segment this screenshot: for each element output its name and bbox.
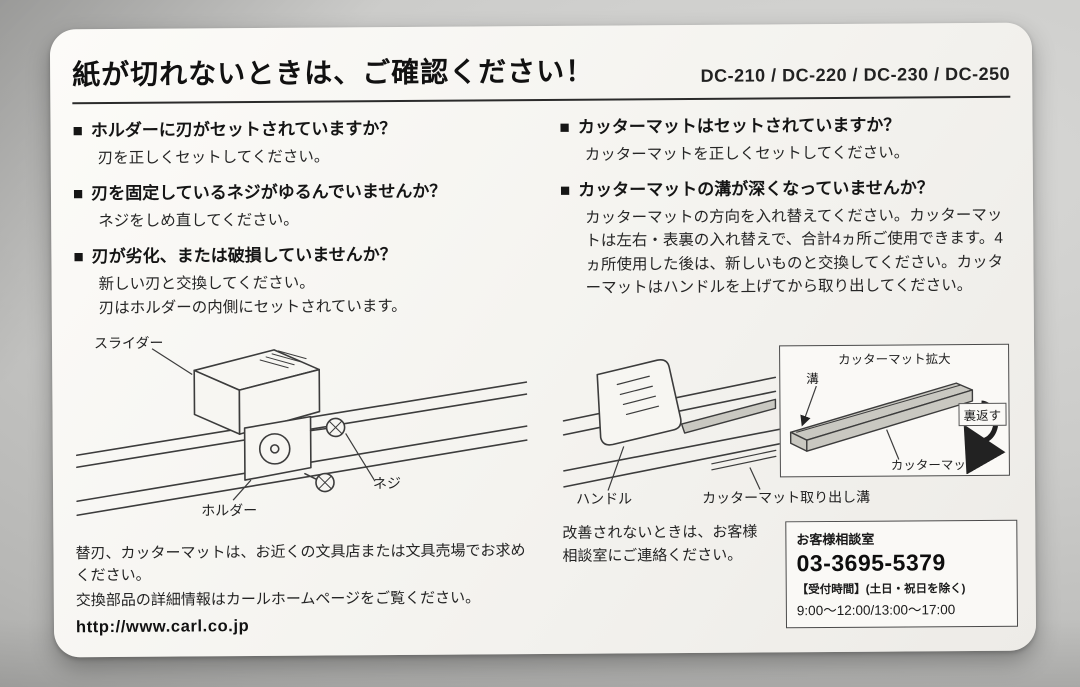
square-bullet-icon: ■ xyxy=(559,180,571,201)
inset-label-flip: 裏返す xyxy=(958,402,1007,427)
support-hours-label: 【受付時間】(土日・祝日を除く) xyxy=(796,583,966,597)
homepage-url: http://www.carl.co.jp xyxy=(75,617,250,637)
note-line: 替刃、カッターマットは、お近くの文具店または文具売場でお求めください。 xyxy=(75,541,526,585)
note-line: 交換部品の詳細情報はカールホームページをご覧ください。 xyxy=(75,589,481,610)
square-bullet-icon: ■ xyxy=(73,247,84,267)
item-heading: ■ 刃を固定しているネジがゆるんでいませんか？ xyxy=(73,180,528,206)
item-body: カッターマットの方向を入れ替えてください。カッターマットは左右・表裏の入れ替えで… xyxy=(585,206,1004,297)
diagram-label-slider: スライダー xyxy=(93,334,164,351)
square-bullet-icon: ■ xyxy=(72,184,84,204)
item-heading: ■ カッターマットはセットされていますか？ xyxy=(559,114,1014,140)
slider-diagram: スライダー ホルダー ネジ xyxy=(74,330,530,529)
item-heading-text: 刃を固定しているネジがゆるんでいませんか？ xyxy=(91,181,447,204)
diagram-label-mat-removal: カッターマット取り出し溝 xyxy=(702,488,871,507)
item-body: ネジをしめ直してください。 xyxy=(98,211,299,231)
title-bar: 紙が切れないときは、ご確認ください！ DC-210 / DC-220 / DC-… xyxy=(71,46,1011,105)
support-label: お客様相談室 xyxy=(796,531,875,548)
cutter-mat-diagram: カッターマット拡大 溝 裏返す カッターマット ハンドル カッターマット取り出し… xyxy=(561,310,1017,513)
diagram-label-holder: ホルダー xyxy=(201,501,258,519)
checklist-item: ■ ホルダーに刃がセットされていますか？ 刃を正しくセットしてください。 xyxy=(72,117,527,170)
item-heading-text: カッターマットの溝が深くなっていませんか？ xyxy=(578,178,934,200)
page-title: 紙が切れないときは、ご確認ください！ xyxy=(72,55,595,91)
model-numbers: DC-210 / DC-220 / DC-230 / DC-250 xyxy=(700,63,1011,86)
inset-label-mat: カッターマット xyxy=(890,458,979,473)
item-body: 刃を正しくセットしてください。 xyxy=(97,148,330,168)
customer-support-box: お客様相談室 03-3695-5379 【受付時間】(土日・祝日を除く) 9:0… xyxy=(785,519,1019,629)
checklist-item: ■ 刃が劣化、または破損していませんか？ 新しい刃と交換してください。 刃はホル… xyxy=(73,243,529,320)
content-columns: ■ ホルダーに刃がセットされていますか？ 刃を正しくセットしてください。 ■ 刃… xyxy=(72,114,1019,638)
item-heading-text: 刃が劣化、または破損していませんか？ xyxy=(91,245,397,267)
item-body: 新しい刃と交換してください。 刃はホルダーの内側にセットされています。 xyxy=(98,274,407,317)
checklist-item: ■ カッターマットの溝が深くなっていませんか？ カッターマットの方向を入れ替えて… xyxy=(560,177,1016,300)
checklist-item: ■ 刃を固定しているネジがゆるんでいませんか？ ネジをしめ直してください。 xyxy=(73,180,528,233)
support-hours: 9:00～12:00/13:00～17:00 xyxy=(796,602,956,619)
mat-enlarged-inset: カッターマット拡大 溝 裏返す カッターマット xyxy=(779,343,1010,478)
item-heading-text: カッターマットはセットされていますか？ xyxy=(577,115,901,137)
right-column: ■ カッターマットはセットされていますか？ カッターマットを正しくセットしてくだ… xyxy=(559,114,1019,634)
square-bullet-icon: ■ xyxy=(559,117,570,137)
diagram-label-handle: ハンドル xyxy=(576,490,633,507)
item-body: カッターマットを正しくセットしてください。 xyxy=(584,144,910,164)
slider-illustration xyxy=(75,348,528,516)
item-heading: ■ 刃が劣化、または破損していませんか？ xyxy=(73,243,528,269)
contact-note: 改善されないときは、お客様相談室にご連絡ください。 xyxy=(562,523,758,565)
instruction-card: 紙が切れないときは、ご確認ください！ DC-210 / DC-220 / DC-… xyxy=(49,22,1037,658)
inset-label-mat-enlarged: カッターマット拡大 xyxy=(838,352,951,368)
left-column: ■ ホルダーに刃がセットされていますか？ 刃を正しくセットしてください。 ■ 刃… xyxy=(72,117,531,637)
support-phone: 03-3695-5379 xyxy=(796,549,946,577)
diagram-label-screw: ネジ xyxy=(372,474,402,492)
mat-illustration xyxy=(562,359,825,491)
square-bullet-icon: ■ xyxy=(72,121,83,141)
replacement-notes: 替刃、カッターマットは、お近くの文具店または文具売場でお求めください。 交換部品… xyxy=(75,540,530,613)
item-heading: ■ カッターマットの溝が深くなっていませんか？ xyxy=(560,177,1015,203)
checklist-item: ■ カッターマットはセットされていますか？ カッターマットを正しくセットしてくだ… xyxy=(559,114,1014,167)
item-heading-text: ホルダーに刃がセットされていますか？ xyxy=(90,119,397,141)
item-heading: ■ ホルダーに刃がセットされていますか？ xyxy=(72,117,527,143)
right-bottom-row: 改善されないときは、お客様相談室にご連絡ください。 お客様相談室 03-3695… xyxy=(562,519,1019,630)
inset-label-groove: 溝 xyxy=(806,372,819,387)
